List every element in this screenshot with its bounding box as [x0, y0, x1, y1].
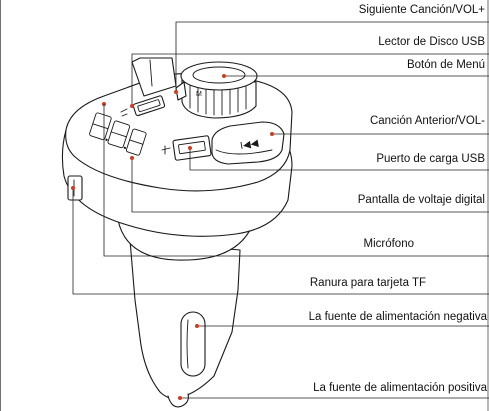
- negative-contact: [180, 311, 206, 377]
- prev-song-button: I◀◀: [211, 121, 285, 165]
- label-next-song-vol-up: Siguiente Canción/VOL+: [359, 4, 486, 16]
- rear-tab: [131, 57, 177, 97]
- label-negative-power-supply: La fuente de alimentación negativa: [309, 311, 488, 323]
- svg-text:I◀◀: I◀◀: [239, 138, 259, 152]
- fm-transmitter-device: M I◀◀: [61, 57, 293, 408]
- label-usb-disk-reader: Lector de Disco USB: [378, 36, 485, 48]
- label-digital-voltage-display: Pantalla de voltaje digital: [358, 194, 485, 206]
- label-usb-charging-port: Puerto de carga USB: [376, 153, 485, 165]
- label-prev-song-vol-down: Canción Anterior/VOL-: [370, 115, 485, 127]
- svg-text:M: M: [196, 91, 202, 98]
- label-positive-power-supply: La fuente de alimentación positiva: [313, 382, 487, 394]
- leader-lines: [71, 21, 489, 400]
- label-tf-card-slot: Ranura para tarjeta TF: [310, 277, 426, 289]
- usb-disk-reader-slot: [132, 95, 166, 117]
- positive-tip: [167, 393, 189, 408]
- labels: Siguiente Canción/VOL+ Lector de Disco U…: [309, 4, 488, 394]
- label-menu-button: Botón de Menú: [407, 59, 485, 71]
- label-microphone: Micrófono: [364, 238, 415, 250]
- menu-knob: M: [175, 61, 258, 119]
